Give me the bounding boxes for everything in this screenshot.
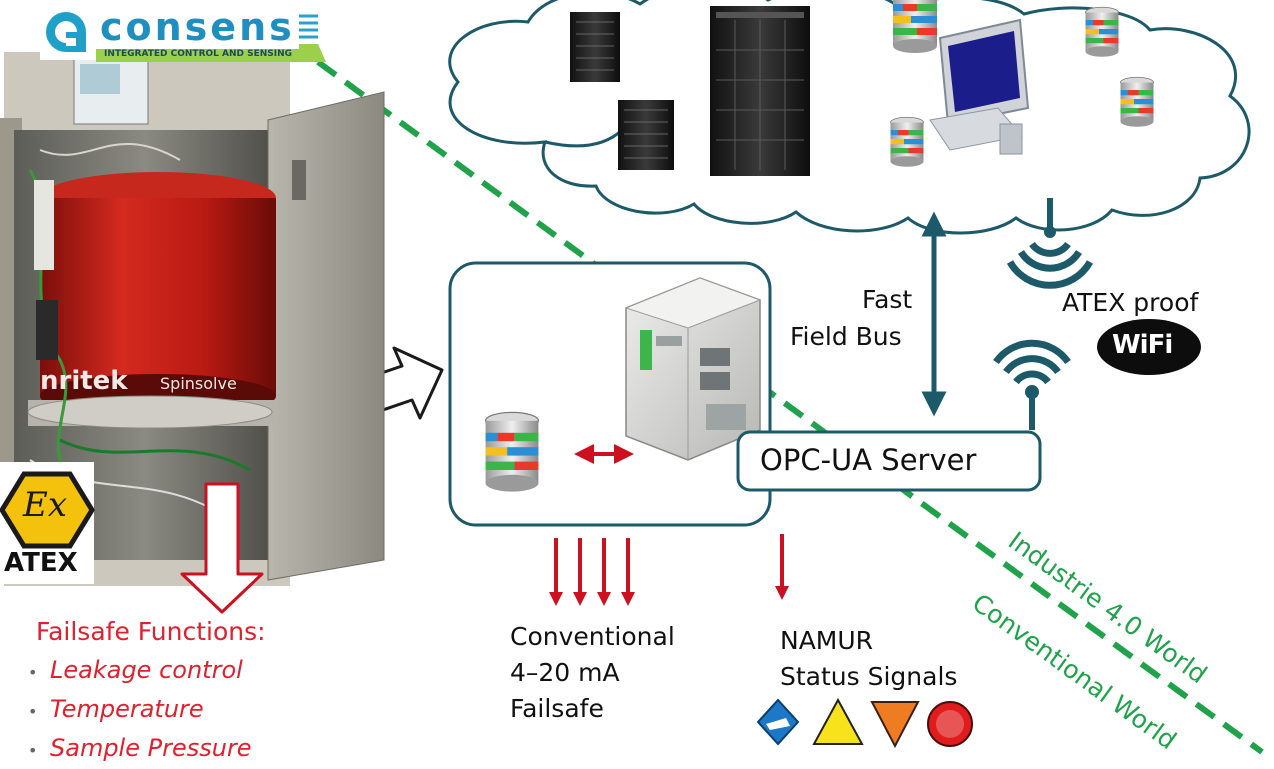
server-rack-icon bbox=[570, 12, 620, 82]
arrow-head bbox=[549, 592, 563, 606]
analyzer-cabinet-photo bbox=[0, 52, 385, 586]
server-rack-icon bbox=[618, 100, 674, 170]
failsafe-list: •Leakage control •Temperature •Sample Pr… bbox=[28, 652, 252, 769]
arrow-head bbox=[573, 592, 587, 606]
list-item: •Sample Pressure bbox=[28, 734, 252, 762]
database-icon bbox=[1120, 76, 1154, 128]
namur-label-line2: Status Signals bbox=[780, 662, 958, 691]
opc-ua-server-label: OPC-UA Server bbox=[760, 443, 977, 477]
out-of-spec-icon bbox=[870, 701, 920, 749]
database-icon bbox=[892, 0, 938, 54]
wifi-badge-text: WiFi bbox=[1112, 330, 1173, 360]
database-icon bbox=[1085, 6, 1119, 58]
cloud-shape bbox=[448, 0, 1251, 235]
plc-controller-icon bbox=[624, 277, 762, 461]
bus-label-line2: Field Bus bbox=[790, 322, 902, 351]
local-database-icon bbox=[485, 411, 540, 493]
arrow-head bbox=[597, 592, 611, 606]
conventional-line1: Conventional bbox=[510, 622, 675, 651]
analog-output-arrows bbox=[554, 538, 630, 598]
arrow-head bbox=[775, 586, 789, 600]
database-icon bbox=[890, 116, 924, 168]
world-separator-line bbox=[316, 59, 1264, 755]
computer-workstation-icon bbox=[929, 18, 1030, 155]
wireless-antenna-icon bbox=[1006, 198, 1094, 289]
list-item: •Leakage control bbox=[28, 656, 243, 684]
opc-ua-server-box bbox=[736, 430, 1042, 492]
failsafe-title: Failsafe Functions: bbox=[36, 617, 266, 646]
bus-label-line1: Fast bbox=[862, 285, 913, 314]
conventional-line3: Failsafe bbox=[510, 694, 604, 723]
analyzer-model-label: Spinsolve bbox=[160, 374, 237, 393]
maintenance-oilcan-icon bbox=[756, 698, 800, 746]
atex-ex-hexagon-icon bbox=[0, 462, 95, 584]
conventional-line2: 4–20 mA bbox=[510, 658, 620, 687]
arrow-head bbox=[621, 592, 635, 606]
atex-badge-label: ATEX bbox=[4, 548, 78, 578]
analyzer-brand-label: nritek bbox=[40, 366, 128, 396]
logo-tagline: INTEGRATED CONTROL AND SENSING bbox=[104, 49, 293, 59]
logo-wordmark: consens bbox=[96, 5, 299, 49]
namur-label-line1: NAMUR bbox=[780, 626, 874, 655]
wifi-signal-icon bbox=[993, 339, 1071, 430]
atex-proof-label: ATEX proof bbox=[1062, 288, 1199, 317]
atex-ex-symbol: Ex bbox=[23, 485, 67, 525]
mainframe-server-icon bbox=[710, 6, 810, 176]
wifi-logo-icon bbox=[1097, 319, 1201, 375]
failsafe-down-arrow bbox=[180, 482, 264, 614]
list-item: •Temperature bbox=[28, 695, 204, 723]
failure-icon bbox=[927, 701, 973, 747]
check-function-icon bbox=[812, 697, 864, 745]
